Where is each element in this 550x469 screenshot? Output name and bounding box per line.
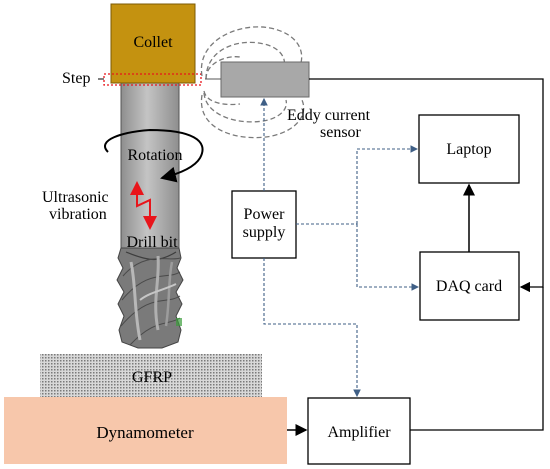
power-to-laptop-line [356,145,419,224]
amplifier-to-daq-line [410,287,544,431]
gfrp-workpiece [40,354,262,397]
power-supply-label-line2: supply [243,224,286,241]
power-supply-label-line1: Power [244,206,286,223]
power-to-daq-line [356,224,420,291]
gfrp-label: GFRP [132,369,172,386]
power-distribution-lines [260,97,420,398]
ultrasonic-label-line1: Ultrasonic [42,189,109,206]
eddy-sensor-label-line2: sensor [320,124,362,141]
amplifier-label: Amplifier [327,424,391,441]
laptop-label: Laptop [446,141,491,158]
dynamometer-label: Dynamometer [96,423,194,442]
ultrasonic-label-line2: vibration [49,206,107,223]
eddy-sensor-label-line1: Eddy current [287,107,371,124]
eddy-current-sensor [220,61,310,98]
sensor-to-daq-line [309,78,544,293]
eddy-field-lines [200,26,305,139]
amplifier-box [307,397,411,465]
rotation-label: Rotation [127,147,182,164]
vibration-zigzag [136,189,151,222]
daq-card-box [419,251,520,321]
collet-label: Collet [133,34,173,51]
step-label: Step [62,70,90,87]
collet [110,3,196,84]
dynamometer-block [4,397,287,464]
rotation-arrow [104,128,204,183]
power-to-amplifier-line [263,258,361,398]
drill-bit [116,247,184,349]
drill-bit-label: Drill bit [126,234,178,251]
step-marker [103,73,202,86]
daq-card-label: DAQ card [436,278,502,295]
laptop-box [418,114,520,184]
